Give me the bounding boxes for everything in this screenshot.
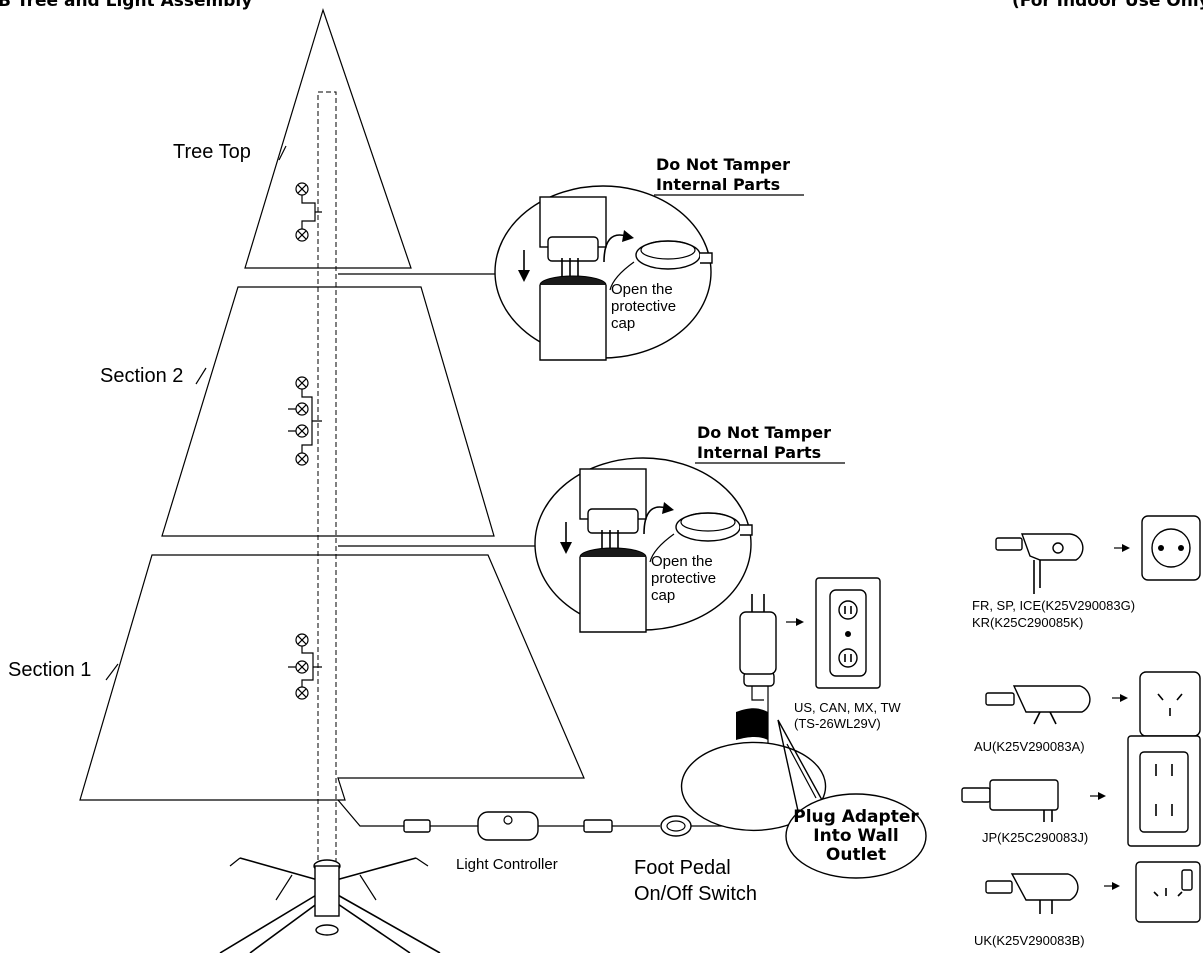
warning-text: Do Not Tamper [697,423,831,442]
bulb-string-section-2 [288,376,322,466]
section-1-label: Section 1 [8,659,91,681]
open-cap-note: Open the [651,553,713,570]
open-cap-note: protective [651,570,716,587]
bulb-string-section-1 [288,633,322,700]
plug-adapter-instruction: Outlet [826,845,886,865]
us-wall-outlet [815,577,881,689]
jp-socket [1127,735,1201,847]
eu-socket [1141,515,1201,581]
us-model-label: (TS-26WL29V) [794,716,881,731]
us-regions-label: US, CAN, MX, TW [794,700,901,715]
warning-text: Internal Parts [656,175,780,194]
section-title: B Tree and Light Assembly [0,0,252,11]
bulb-string-top [295,182,322,242]
foot-pedal-switch [660,815,692,837]
plug-adapter-instruction: Plug Adapter [793,807,919,827]
connector-callout-top: Do Not Tamper Internal Parts Open the pr… [338,155,804,361]
warning-text: Do Not Tamper [656,155,790,174]
light-controller-unit [477,811,539,841]
jp-adapter [961,779,1059,822]
au-plug-label: AU(K25V290083A) [974,739,1085,754]
connector-callout-middle: Do Not Tamper Internal Parts Open the pr… [338,423,845,633]
plug-adapter-bubble [680,719,927,879]
au-adapter [985,685,1091,725]
jp-plug-label: JP(K25C290083J) [982,830,1088,845]
kr-plug-label: KR(K25C290085K) [972,615,1083,630]
light-controller-label: Light Controller [456,856,558,873]
center-pole [317,91,337,883]
au-socket [1139,671,1201,737]
tree-top-label: Tree Top [173,141,251,163]
tree-section-1 [79,554,585,801]
warning-text: Internal Parts [697,443,821,462]
tree-section-2 [161,286,495,537]
foot-pedal-label: On/Off Switch [634,883,757,905]
foot-pedal-label: Foot Pedal [634,857,731,879]
uk-adapter [985,873,1079,914]
us-adapter [736,594,777,740]
open-cap-note: cap [651,587,675,604]
open-cap-note: Open the [611,281,673,298]
open-cap-note: protective [611,298,676,315]
eu-adapter [995,533,1084,594]
tree-top-section [244,8,412,269]
section-2-label: Section 2 [100,365,183,387]
open-cap-note: cap [611,315,635,332]
tree-stand [219,857,441,953]
plug-adapter-instruction: Into Wall [813,826,898,846]
eu-plug-label: FR, SP, ICE(K25V290083G) [972,598,1135,613]
uk-plug-label: UK(K25V290083B) [974,933,1085,948]
uk-socket [1135,861,1201,923]
indoor-use-note: (For Indoor Use Only) [1012,0,1203,11]
